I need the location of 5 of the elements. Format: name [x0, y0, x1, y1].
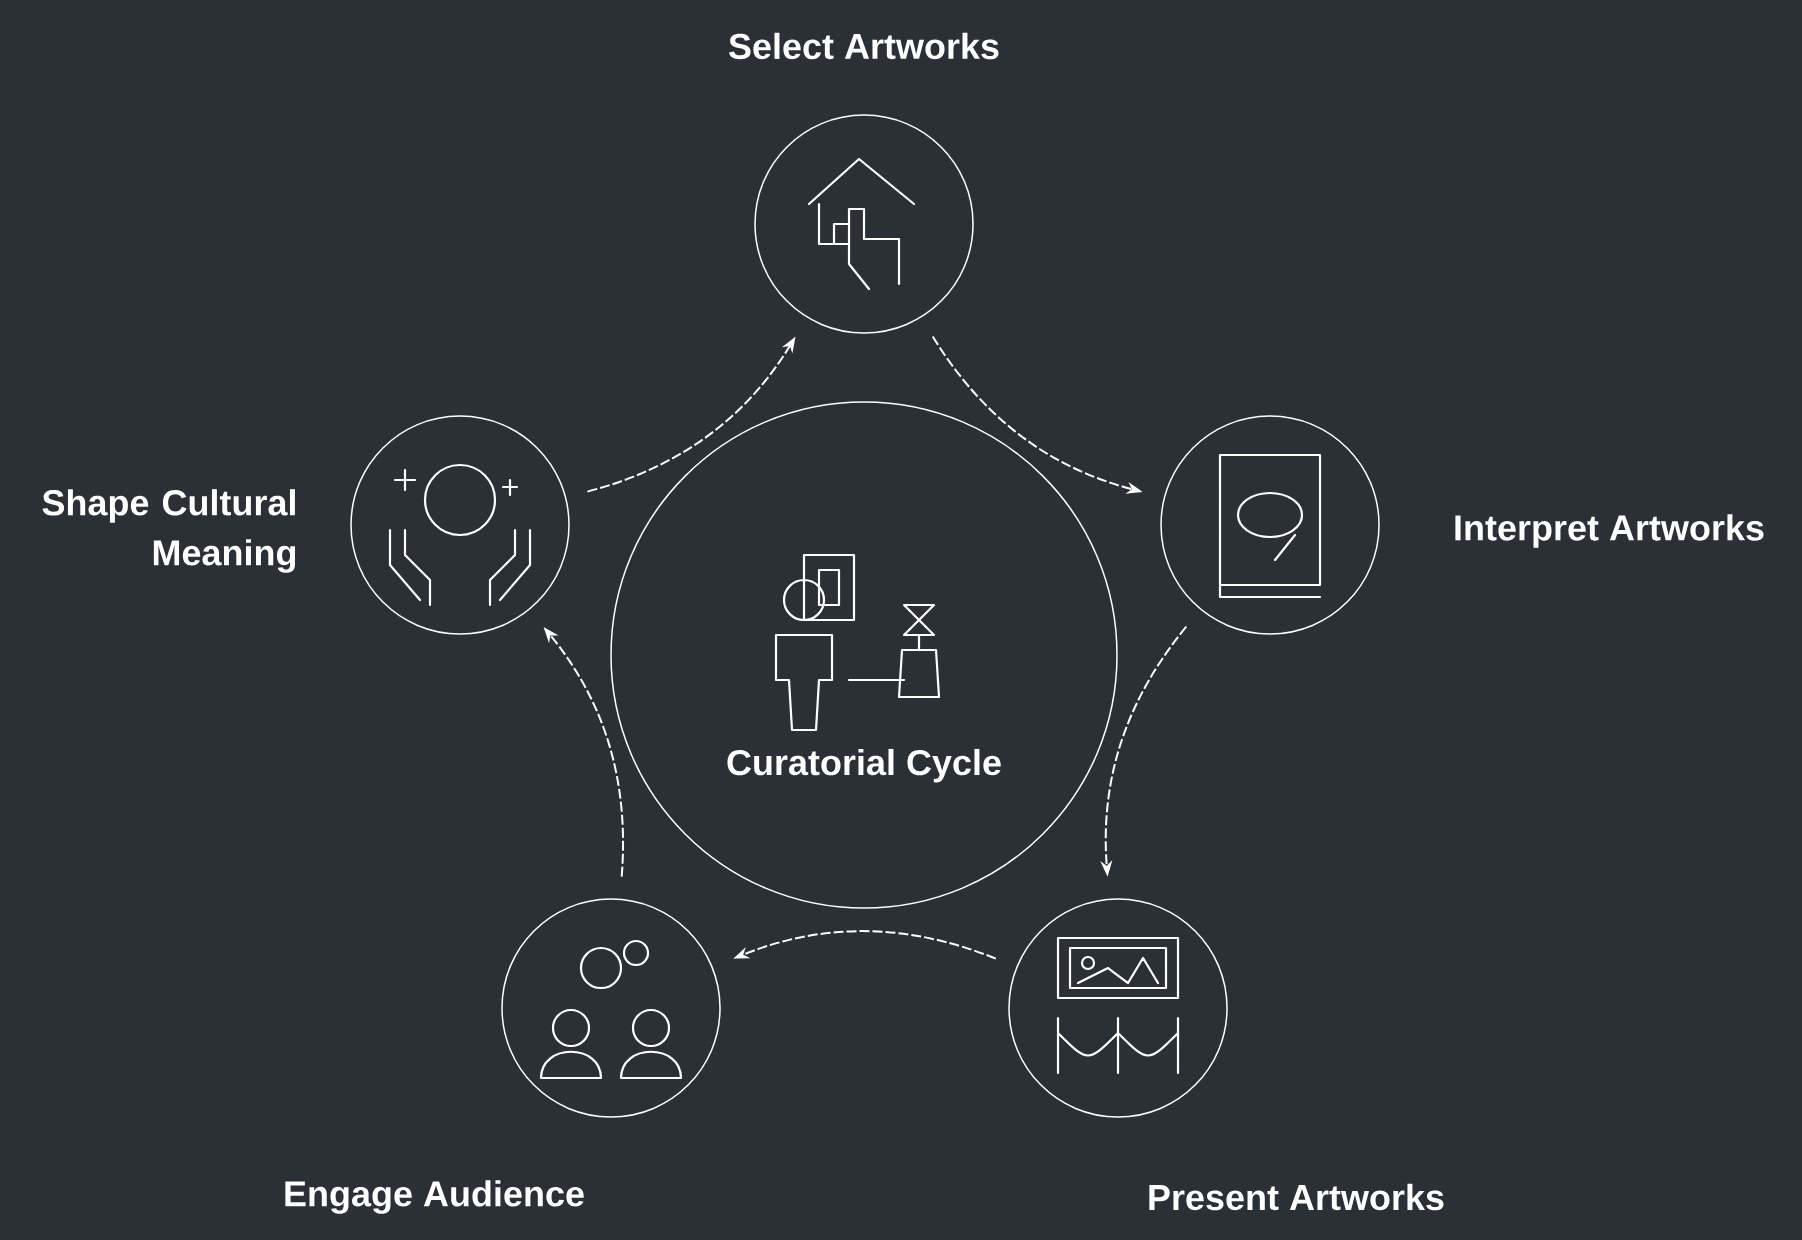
step-label: Shape Cultural Meaning: [42, 489, 296, 573]
step-label: Select Artworks: [729, 32, 999, 60]
step-label: Interpret Artworks: [1455, 514, 1764, 548]
step-label: Engage Audience: [285, 1180, 584, 1214]
step-label: Present Artworks: [1149, 1183, 1444, 1211]
